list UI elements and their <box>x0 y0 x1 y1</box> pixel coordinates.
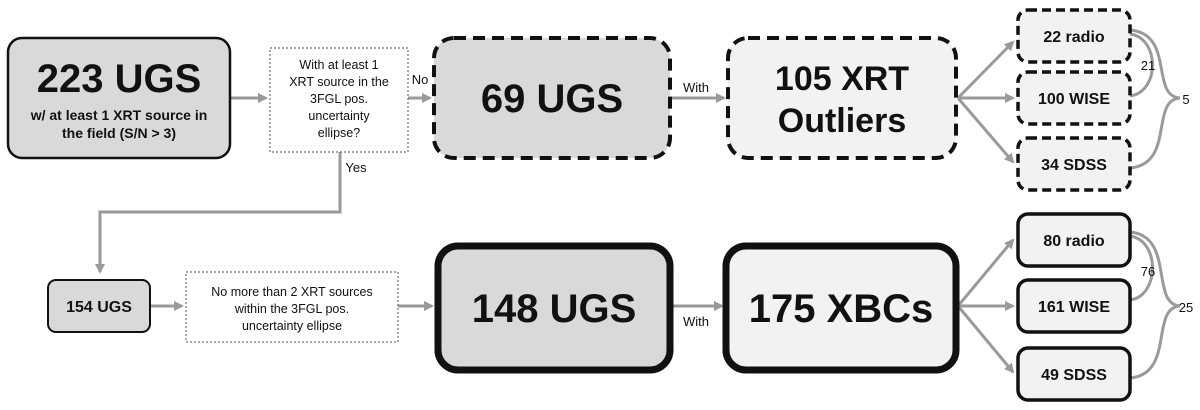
outliers-line1: 105 XRT <box>775 60 909 98</box>
ugs154-box <box>47 279 151 333</box>
arrow-xbcs-to-sdss49 <box>956 305 1015 374</box>
question2-line2: within the 3FGL pos. <box>234 302 349 316</box>
ugs148-title: 148 UGS <box>472 287 637 331</box>
edge-label-yes: Yes <box>345 160 367 175</box>
outliers-box <box>726 36 958 160</box>
wise100-box <box>1016 70 1132 126</box>
sdss49-box <box>1016 346 1132 402</box>
question1-line2: XRT source in the <box>289 75 389 89</box>
ugs223-subtitle-line2: the field (S/N > 3) <box>62 125 176 141</box>
arrow-outliers-to-radio22 <box>956 40 1015 100</box>
question1-line3: 3FGL pos. <box>310 92 368 106</box>
radio80-label: 80 radio <box>1043 233 1105 250</box>
wise161-box <box>1016 278 1132 334</box>
arrow-outliers-to-sdss34 <box>956 97 1015 164</box>
question2-line1: No more than 2 XRT sources <box>211 285 372 299</box>
arrow-xbcs-to-radio80 <box>956 238 1015 307</box>
xbcs-box <box>722 242 960 374</box>
overlap-count-top-all: 5 <box>1182 92 1189 107</box>
question1-line1: With at least 1 <box>299 58 378 72</box>
question1-line5: ellipse? <box>318 126 360 140</box>
overlap-count-top-radio-wise: 21 <box>1141 58 1155 73</box>
question2-line3: uncertainty ellipse <box>242 319 342 333</box>
ugs69-title: 69 UGS <box>481 77 623 121</box>
question1-box <box>269 47 409 153</box>
edge-label-no: No <box>412 72 429 87</box>
wise100-label: 100 WISE <box>1038 91 1110 108</box>
overlap-count-bottom-all: 25 <box>1179 300 1193 315</box>
sdss34-label: 34 SDSS <box>1041 157 1107 174</box>
question2-box <box>185 271 399 343</box>
outliers-line2: Outliers <box>778 102 906 140</box>
overlap-brace-top-all <box>1129 28 1181 170</box>
radio80-box <box>1016 212 1132 268</box>
overlap-count-bottom-radio-wise: 76 <box>1141 264 1155 279</box>
radio22-box <box>1016 8 1132 64</box>
radio22-label: 22 radio <box>1043 29 1105 46</box>
ugs223-box <box>6 36 232 160</box>
ugs223-title: 223 UGS <box>37 57 202 101</box>
overlap-arc-top-radio-wise <box>1129 32 1154 98</box>
overlap-arc-bottom-radio-wise <box>1129 234 1154 302</box>
sdss34-box <box>1016 136 1132 192</box>
edge-label-with-bottom: With <box>683 314 709 329</box>
ugs154-title: 154 UGS <box>66 299 132 316</box>
edge-label-with-top: With <box>683 80 709 95</box>
ugs223-subtitle-line1: w/ at least 1 XRT source in <box>30 107 208 123</box>
arrow-question1-yes <box>95 152 342 274</box>
overlap-brace-bottom-all <box>1129 230 1181 380</box>
wise161-label: 161 WISE <box>1038 299 1110 316</box>
sdss49-label: 49 SDSS <box>1041 367 1107 384</box>
xbcs-title: 175 XBCs <box>749 287 934 331</box>
question1-line4: uncertainty <box>308 109 370 123</box>
ugs148-box <box>434 242 674 374</box>
ugs69-box <box>432 36 672 160</box>
